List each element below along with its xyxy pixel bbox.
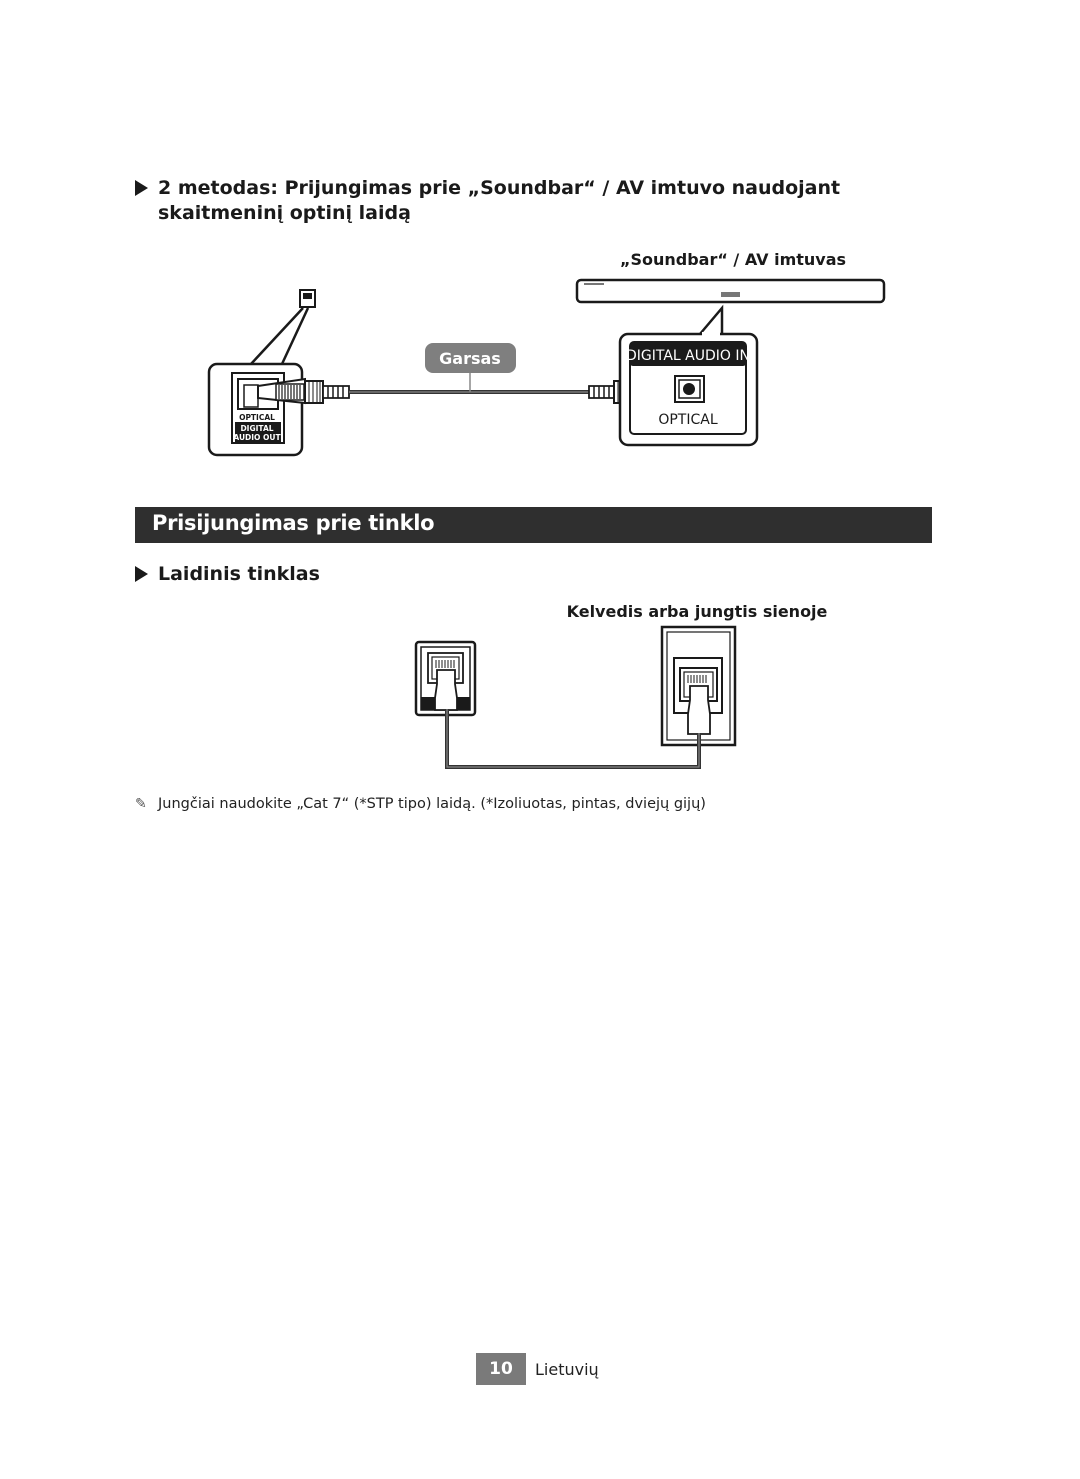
page-language: Lietuvių: [535, 1359, 599, 1379]
page-number: 10: [476, 1353, 526, 1385]
triangle-bullet-icon: [135, 566, 148, 582]
network-connection-diagram: Kelvedis arba jungtis sienoje: [414, 602, 828, 769]
triangle-bullet-icon: [135, 180, 148, 196]
router-label: Kelvedis arba jungtis sienoje: [567, 602, 828, 621]
wall-lan-port-icon: [660, 625, 737, 747]
cable-label-badge: [425, 343, 516, 373]
pencil-note-icon: ✎: [135, 796, 147, 812]
soundbar-icon: [575, 278, 886, 304]
method-heading: 2 metodas: Prijungimas prie „Soundbar“ /…: [135, 176, 925, 226]
receiver-port-label: OPTICAL: [658, 412, 717, 428]
cable-label: Garsas: [439, 349, 501, 368]
optical-connection-diagram: OPTICAL DIGITAL AUDIO OUT Garsas: [207, 250, 886, 457]
note: ✎ Jungčiai naudokite „Cat 7“ (*STP tipo)…: [135, 796, 706, 812]
page-footer: 10 Lietuvių: [476, 1353, 599, 1385]
method-heading-text: 2 metodas: Prijungimas prie „Soundbar“ /…: [158, 177, 841, 224]
tv-port-label-audio-out: AUDIO OUT: [233, 433, 281, 442]
optical-plug-left-icon: [257, 377, 350, 405]
receiver-port-header: DIGITAL AUDIO IN: [626, 348, 750, 364]
sub-heading: Laidinis tinklas: [135, 563, 320, 585]
sub-heading-text: Laidinis tinklas: [158, 563, 320, 585]
note-text: Jungčiai naudokite „Cat 7“ (*STP tipo) l…: [158, 796, 706, 812]
section-header-bar: Prisijungimas prie tinklo: [135, 507, 932, 543]
tv-lan-port-icon: [414, 640, 477, 717]
soundbar-label: „Soundbar“ / AV imtuvas: [620, 250, 846, 269]
tv-port-label-optical: OPTICAL: [239, 413, 275, 422]
section-title: Prisijungimas prie tinklo: [152, 511, 435, 535]
tv-port-label-digital: DIGITAL: [240, 424, 273, 433]
